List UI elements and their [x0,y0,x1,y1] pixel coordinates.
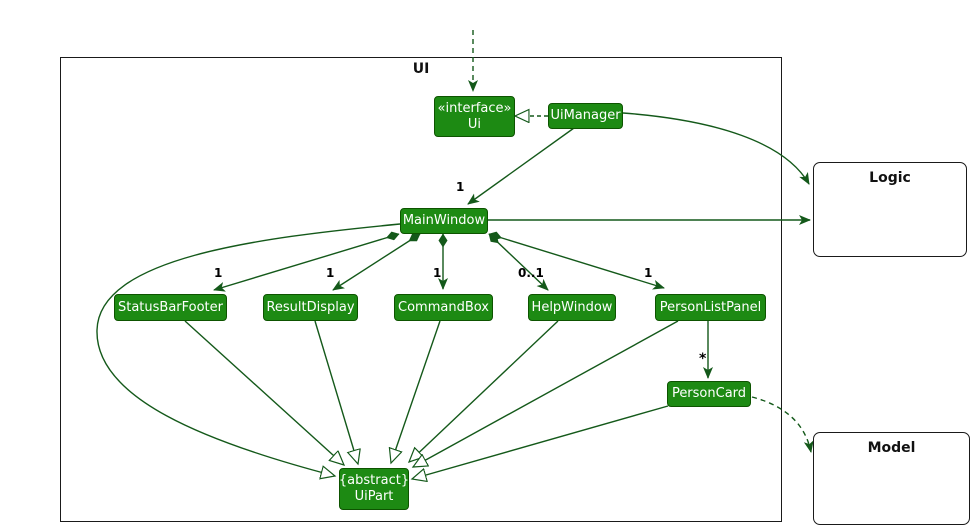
helpwindow-name: HelpWindow [531,299,613,315]
inheritance-statusbarfooter-uipart [184,320,344,465]
inheritance-commandbox-uipart [391,320,441,463]
multiplicity-mainwindow-commandbox: 1 [433,266,442,280]
ui-interface-stereotype: «interface» [437,100,512,116]
multiplicity-mainwindow-statusbarfooter: 1 [214,266,223,280]
logic-component-box: Logic [813,162,967,257]
class-box-mainwindow: MainWindow [400,208,488,234]
uipart-stereotype: {abstract} [338,473,410,489]
association-uimanager-mainwindow [467,127,575,205]
uipart-name: UiPart [354,489,394,504]
class-box-resultdisplay: ResultDisplay [263,294,358,321]
inheritance-resultdisplay-uipart [314,320,358,464]
multiplicity-mainwindow-helpwindow: 0..1 [518,266,544,280]
uimanager-name: UiManager [550,108,621,124]
model-component-label: Model [867,440,916,456]
personcard-name: PersonCard [671,386,747,402]
inheritance-personcard-uipart [412,405,669,479]
commandbox-name: CommandBox [398,299,489,315]
composition-mainwindow-statusbarfooter [213,231,400,292]
class-box-ui-interface: «interface» Ui [434,96,515,137]
logic-component-label: Logic [869,170,911,186]
ui-interface-name: Ui [467,116,482,132]
class-box-uimanager: UiManager [548,103,623,129]
dependency-personcard-model [751,396,814,453]
composition-mainwindow-resultdisplay [332,233,421,291]
class-box-personcard: PersonCard [667,381,751,407]
class-box-personlistpanel: PersonListPanel [655,294,766,321]
class-box-commandbox: CommandBox [394,294,493,321]
personlistpanel-name: PersonListPanel [659,299,762,315]
class-box-helpwindow: HelpWindow [528,294,616,321]
class-box-uipart: {abstract} UiPart [339,468,409,510]
inheritance-personlistpanel-uipart [413,320,679,467]
multiplicity-uimanager-mainwindow: 1 [456,180,465,194]
resultdisplay-name: ResultDisplay [266,299,355,315]
inheritance-mainwindow-uipart [96,223,401,476]
ui-package-frame [60,57,782,522]
composition-mainwindow-personlistpanel [488,231,665,290]
inheritance-helpwindow-uipart [409,320,559,462]
model-component-box: Model [813,432,970,525]
class-box-statusbarfooter: StatusBarFooter [114,294,227,321]
association-uimanager-logic [622,112,810,185]
statusbarfooter-name: StatusBarFooter [117,299,223,315]
mainwindow-name: MainWindow [402,213,486,229]
multiplicity-mainwindow-personlistpanel: 1 [644,266,653,280]
multiplicity-personlistpanel-personcard: * [699,351,707,367]
multiplicity-mainwindow-resultdisplay: 1 [326,266,335,280]
